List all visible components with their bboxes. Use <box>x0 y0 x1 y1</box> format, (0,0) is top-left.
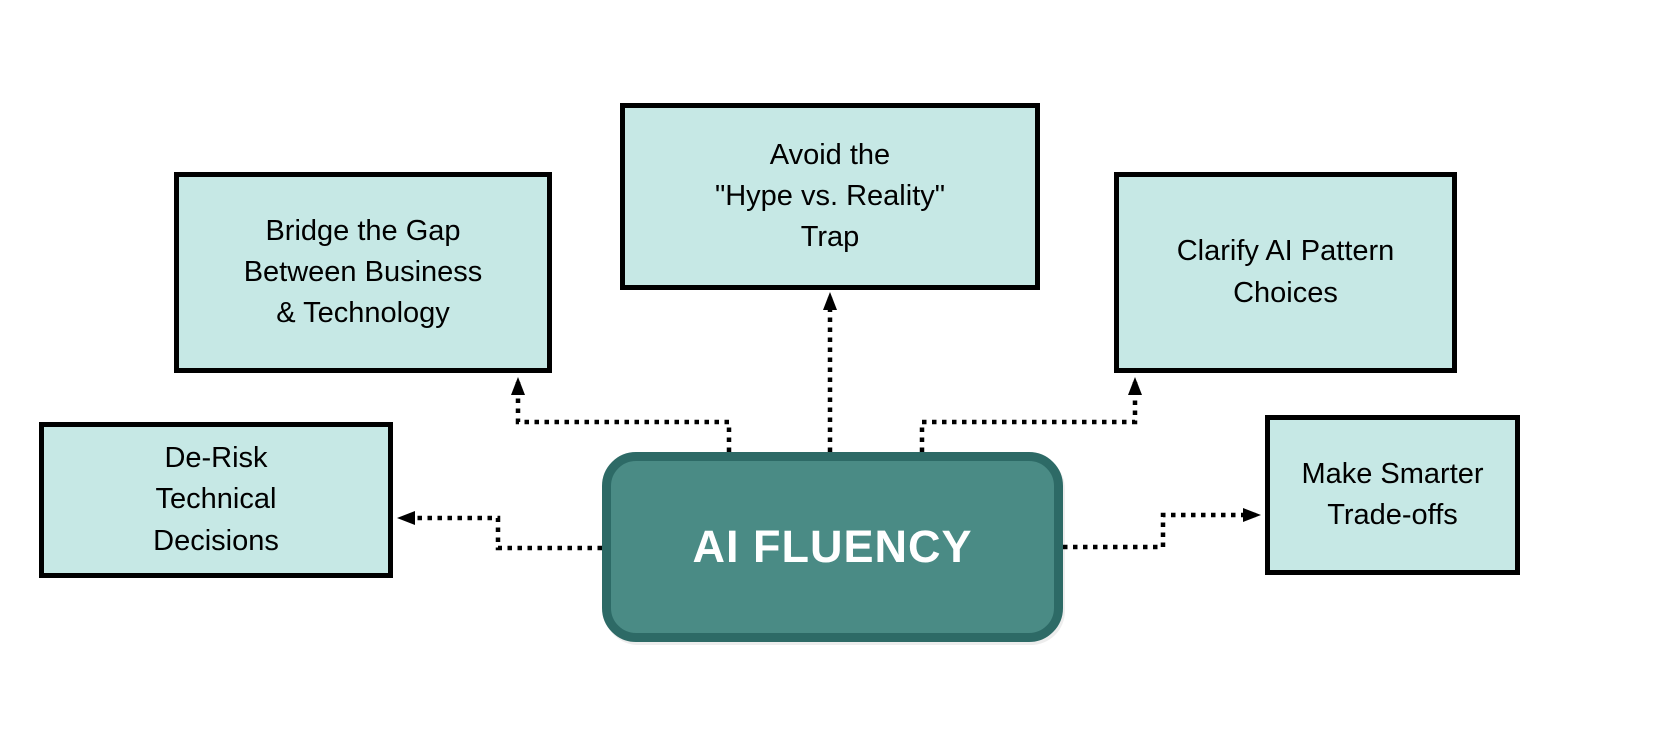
box-ai-fluency-label: AI FLUENCY <box>692 521 973 572</box>
box-clarify-ai-pattern-choices-label: Clarify AI Pattern Choices <box>1176 235 1395 309</box>
arrow-center-to-make <box>1063 508 1261 550</box>
box-ai-fluency: AI FLUENCY <box>602 452 1063 642</box>
box-bridge-the-gap: Bridge the Gap Between Business & Techno… <box>174 172 552 373</box>
box-make-smarter-trade-offs-label: Make Smarter Trade-offs <box>1301 457 1484 531</box>
box-de-risk-technical-decisions-label: De-Risk Technical Decisions <box>153 442 279 557</box>
arrow-center-to-derisk <box>397 511 602 551</box>
box-avoid-hype-vs-reality-trap-label: Avoid the "Hype vs. Reality" Trap <box>714 138 946 254</box>
box-avoid-hype-vs-reality-trap: Avoid the "Hype vs. Reality" Trap <box>620 103 1040 290</box>
box-clarify-ai-pattern-choices: Clarify AI Pattern Choices <box>1114 172 1457 373</box>
arrow-center-to-bridge <box>511 377 732 452</box>
box-make-smarter-trade-offs: Make Smarter Trade-offs <box>1265 415 1520 575</box>
box-bridge-the-gap-label: Bridge the Gap Between Business & Techno… <box>243 214 483 330</box>
box-de-risk-technical-decisions: De-Risk Technical Decisions <box>39 422 393 578</box>
arrow-center-to-clarify <box>919 377 1142 452</box>
